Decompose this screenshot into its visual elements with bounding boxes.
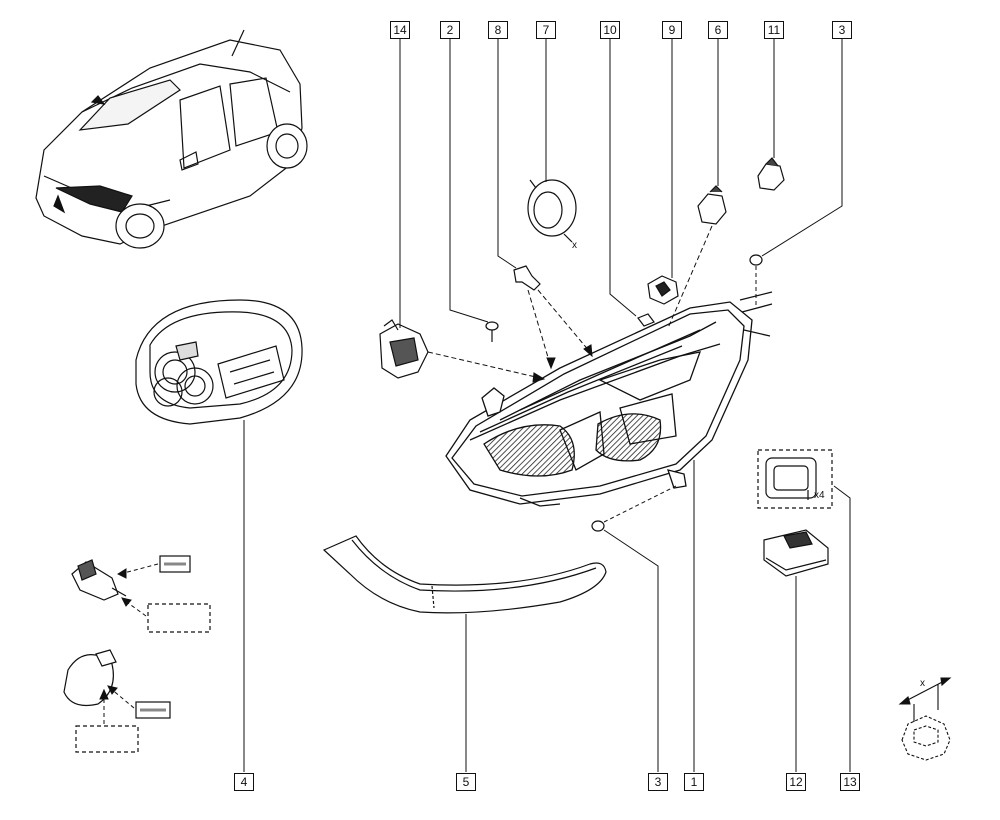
car-illustration <box>35 29 308 249</box>
wedge-bulb <box>63 649 171 753</box>
bulb-kit-case <box>135 299 303 425</box>
bulb-part-6 <box>697 185 727 225</box>
h7-bulb <box>71 555 211 633</box>
clip-part-3-top <box>749 254 763 266</box>
callout-7: 7 <box>536 21 556 39</box>
control-module-12 <box>763 529 829 577</box>
adjuster-arrows <box>527 289 593 370</box>
quantity-screws: x4 <box>814 490 825 501</box>
leader-line-3-bottom <box>603 529 659 772</box>
callout-14: 14 <box>390 21 410 39</box>
screw-part-2 <box>485 321 499 342</box>
leader-line-13 <box>833 485 851 772</box>
leader-line-3-top <box>761 38 843 257</box>
wedge-bulb-arrows <box>99 685 135 724</box>
callout-11: 11 <box>764 21 784 39</box>
headlight-assembly <box>445 291 773 507</box>
x-mark-nut: x <box>920 678 925 689</box>
bulb-6-arrow <box>667 225 713 329</box>
headlight-trim-strip <box>322 535 607 614</box>
callout-8: 8 <box>488 21 508 39</box>
callout-9: 9 <box>662 21 682 39</box>
callout-3-bottom: 3 <box>648 773 668 791</box>
callout-12: 12 <box>786 773 806 791</box>
callout-3-top: 3 <box>832 21 852 39</box>
callout-5: 5 <box>456 773 476 791</box>
nut-detail <box>898 677 952 761</box>
bulb-part-9 <box>647 275 679 305</box>
bulb-part-11 <box>757 157 785 191</box>
clip-bottom-dash <box>603 485 677 523</box>
callout-2: 2 <box>440 21 460 39</box>
callout-4: 4 <box>234 773 254 791</box>
x-mark-bulb: x <box>572 240 577 251</box>
callout-10: 10 <box>600 21 620 39</box>
leveling-actuator <box>379 319 429 379</box>
headlight-cover-cap <box>527 179 577 243</box>
leader-line-8 <box>497 38 517 269</box>
callout-6: 6 <box>708 21 728 39</box>
clip-part-3-bottom <box>591 520 605 532</box>
callout-13: 13 <box>840 773 860 791</box>
actuator-arrow <box>427 351 546 383</box>
h7-bulb-arrows <box>116 563 159 617</box>
callout-1: 1 <box>684 773 704 791</box>
leader-line-2 <box>449 38 489 323</box>
bulb-part-10 <box>637 313 655 327</box>
seal-kit-13 <box>757 449 833 509</box>
leader-line-10 <box>609 38 637 317</box>
adjuster-part-8 <box>513 265 541 291</box>
